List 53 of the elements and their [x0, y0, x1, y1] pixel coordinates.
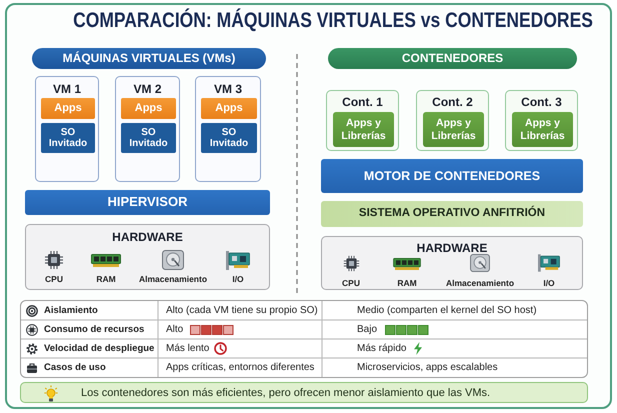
component-label: I/O: [232, 274, 244, 285]
section-header: MÁQUINAS VIRTUALES (VMs): [32, 48, 266, 69]
component-label: I/O: [543, 278, 555, 289]
criterion-label: Consumo de recursos: [44, 323, 144, 336]
container-panel: [326, 90, 399, 151]
criterion-label: Aislamiento: [44, 304, 98, 317]
container-title: Cont. 2: [432, 95, 473, 109]
component-label: RAM: [96, 274, 116, 285]
criterion-label: Casos de uso: [44, 361, 106, 374]
hardware-heading: HARDWARE: [112, 230, 183, 244]
guest-os-layer: SO Invitado: [201, 123, 257, 153]
component-label: CPU: [45, 274, 63, 285]
apps-libraries-layer: Apps y Librerías: [512, 112, 573, 147]
apps-libraries-layer: Apps y Librerías: [423, 112, 484, 147]
note-banner: [20, 382, 588, 403]
container-value: Medio (comparten el kernel del SO host): [357, 304, 537, 317]
criterion-label: Velocidad de despliegue: [44, 342, 154, 355]
guest-os-layer: SO Invitado: [41, 123, 95, 153]
container-value: Microservicios, apps escalables: [357, 361, 498, 374]
container-value: Más rápido: [357, 342, 406, 355]
component-label: Almacenamiento: [446, 278, 514, 289]
vm-panel: [115, 76, 180, 182]
vm-value: Alto: [166, 323, 184, 336]
hardware-panel: [25, 224, 270, 290]
component-label: CPU: [342, 278, 360, 289]
apps-libraries-layer: Apps y Librerías: [333, 112, 394, 147]
vm-panel: [35, 76, 99, 182]
hypervisor-layer: HIPERVISOR: [25, 190, 270, 215]
component-label: RAM: [397, 278, 417, 289]
vm-value: Alto (cada VM tiene su propio SO): [166, 304, 318, 317]
diagram-title: COMPARACIÓN: MÁQUINAS VIRTUALES vs CONTENEDORES: [73, 8, 593, 32]
apps-layer: Apps: [41, 98, 95, 119]
apps-layer: Apps: [121, 98, 176, 119]
vm-title: VM 3: [214, 82, 242, 96]
section-header: CONTENEDORES: [328, 48, 577, 69]
container-panel: [505, 90, 578, 151]
note-text: Los contenedores son más eficientes, pero ofrecen menor aislamiento que las VMs.: [81, 386, 490, 400]
guest-os-layer: SO Invitado: [121, 123, 176, 153]
vm-value: Apps críticas, entornos diferentes: [166, 361, 314, 374]
container-panel: [416, 90, 489, 151]
hardware-panel: [321, 236, 583, 290]
apps-layer: Apps: [201, 98, 257, 119]
container-value: Bajo: [357, 323, 378, 336]
container-engine-layer: MOTOR DE CONTENEDORES: [321, 159, 583, 193]
container-title: Cont. 3: [521, 95, 562, 109]
vm-title: VM 1: [53, 82, 81, 96]
hardware-heading: HARDWARE: [416, 241, 488, 255]
component-label: Almacenamiento: [138, 274, 208, 285]
container-title: Cont. 1: [342, 95, 383, 109]
vm-title: VM 2: [134, 82, 162, 96]
vm-value: Más lento: [166, 342, 210, 355]
vm-panel: [195, 76, 261, 182]
host-os-layer: SISTEMA OPERATIVO ANFITRIÓN: [321, 201, 583, 227]
